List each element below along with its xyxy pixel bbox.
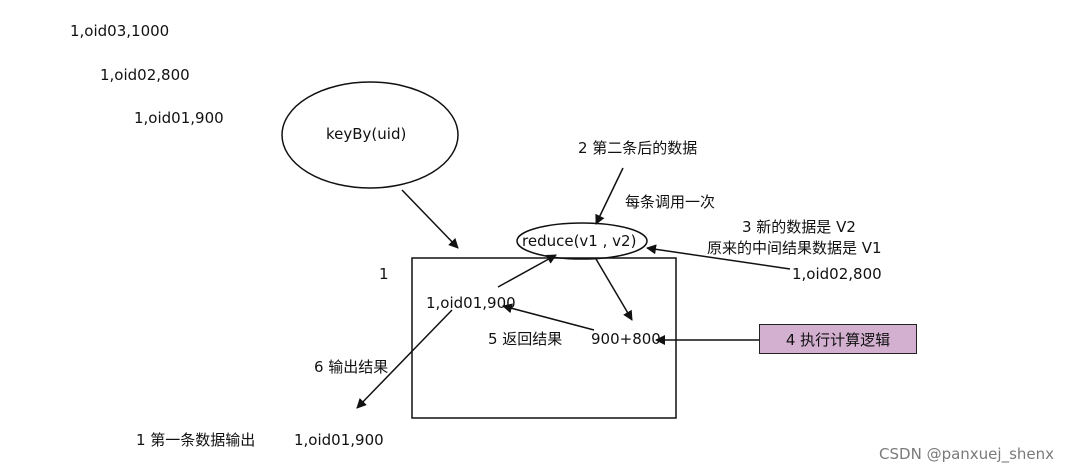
return-result-label: 5 返回结果	[488, 330, 563, 348]
arrow-keyby-to-box	[401, 189, 459, 249]
arrow-v1-to-reduce	[497, 254, 557, 288]
call-each-label: 每条调用一次	[625, 193, 716, 211]
reduce-label: reduce(v1 , v2)	[522, 232, 637, 250]
reduce-ellipse	[516, 222, 648, 260]
state-box	[411, 257, 677, 419]
first-output-value: 1,oid01,900	[294, 431, 384, 449]
input-record-3: 1,oid01,900	[134, 109, 224, 127]
output-label: 6 输出结果	[314, 358, 389, 376]
arrow-reduce-to-sum	[595, 258, 633, 321]
watermark: CSDN @panxuej_shenx	[879, 445, 1054, 463]
arrow-sum-to-v1	[502, 303, 595, 331]
new-data-label: 3 新的数据是 V2	[742, 218, 856, 236]
box-sum: 900+800	[591, 330, 661, 348]
arrow-new-record-to-reduce	[646, 244, 791, 270]
first-output-label: 1 第一条数据输出	[136, 431, 256, 449]
keyby-ellipse	[281, 81, 459, 189]
keyby-label: keyBy(uid)	[326, 125, 407, 143]
box-number: 1	[379, 265, 389, 283]
old-data-label: 原来的中间结果数据是 V1	[707, 239, 882, 257]
arrow-second-data-to-reduce	[595, 167, 624, 225]
new-record-label: 1,oid02,800	[792, 265, 882, 283]
input-record-2: 1,oid02,800	[100, 66, 190, 84]
input-record-1: 1,oid03,1000	[70, 22, 170, 40]
compute-logic-box: 4 执行计算逻辑	[759, 324, 917, 354]
box-record: 1,oid01,900	[426, 294, 516, 312]
second-data-label: 2 第二条后的数据	[578, 139, 698, 157]
arrow-v1-to-output	[356, 309, 453, 409]
